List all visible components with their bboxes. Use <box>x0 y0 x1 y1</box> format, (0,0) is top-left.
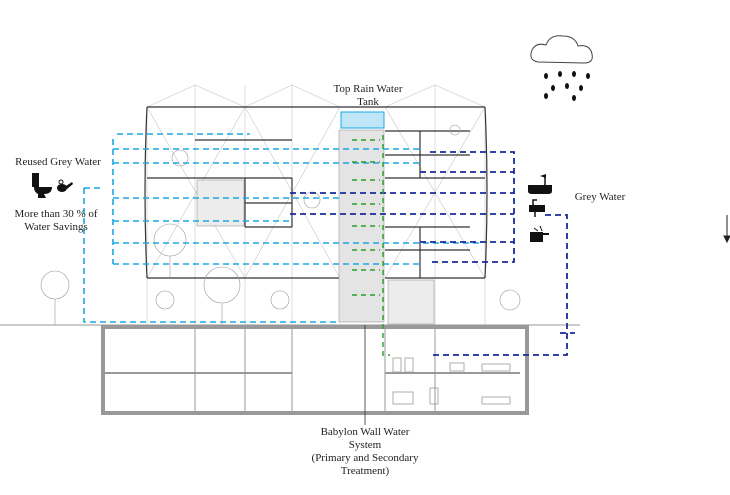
water-savings-label: More than 30 % of Water Savings <box>6 208 106 234</box>
sink-icon <box>529 199 545 217</box>
grey-water-label: Grey Water <box>574 191 626 203</box>
reused-water-pipes <box>83 133 480 323</box>
building-structure <box>144 106 488 279</box>
label-line: System <box>348 439 382 451</box>
bathtub-shower-icon <box>528 174 552 194</box>
toilet-icon <box>32 173 52 198</box>
label-line: Tank <box>357 96 379 108</box>
reused-grey-water-label: Reused Grey Water <box>15 156 101 168</box>
treatment-pipes <box>352 135 390 356</box>
top-rain-water-tank <box>340 111 385 129</box>
babylon-wall-label: Babylon Wall Water System (Primary and S… <box>305 426 425 478</box>
label-line: (Primary and Secondary <box>311 452 419 464</box>
label-line: Water Savings <box>24 221 88 233</box>
rain-cloud-icon <box>530 35 593 101</box>
label-line: Treatment) <box>340 465 390 477</box>
top-rain-water-tank-label: Top Rain Water Tank <box>318 83 418 109</box>
label-line: Top Rain Water <box>333 83 403 95</box>
grey-water-pipes <box>290 151 575 356</box>
down-arrow-icon <box>723 215 730 244</box>
label-line: More than 30 % of <box>14 208 98 220</box>
basement <box>101 325 529 415</box>
watering-can-icon <box>57 179 73 192</box>
trees <box>40 124 521 325</box>
vehicles <box>392 357 511 405</box>
label-line: Babylon Wall Water <box>320 426 410 438</box>
cooking-pot-icon <box>530 225 549 242</box>
